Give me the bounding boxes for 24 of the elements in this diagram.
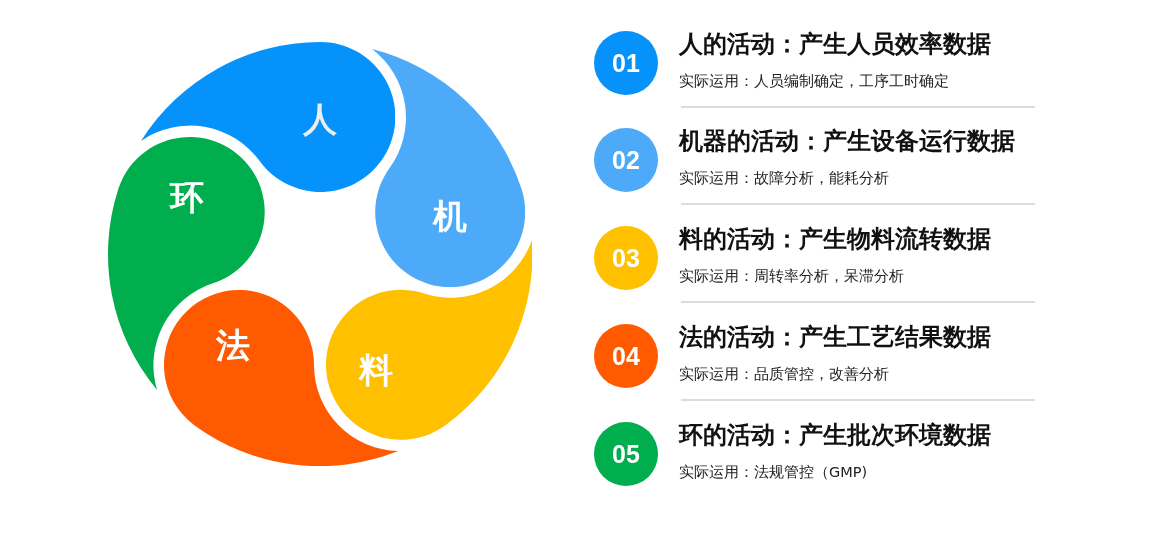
number-circle: 05 (594, 422, 658, 486)
item-heading: 机器的活动：产生设备运行数据 (679, 127, 1015, 156)
petal-label: 机 (433, 198, 468, 233)
item-description: 实际运用：周转率分析，呆滞分析 (679, 267, 904, 285)
petal-shape (108, 136, 265, 390)
item-description: 实际运用：人员编制确定，工序工时确定 (679, 72, 949, 90)
petal-label: 法 (216, 327, 251, 362)
petal-shape (372, 48, 526, 287)
item-heading: 环的活动：产生批次环境数据 (679, 421, 991, 450)
number-circle: 03 (594, 226, 658, 290)
number-circle: 02 (594, 128, 658, 192)
item-description: 实际运用：故障分析，能耗分析 (679, 169, 889, 187)
petal-label: 环 (169, 179, 204, 214)
number-circle: 04 (594, 324, 658, 388)
petal-shape (164, 289, 399, 466)
petal-label: 人 (303, 102, 337, 136)
item-heading: 料的活动：产生物料流转数据 (679, 225, 991, 254)
number-circle: 01 (594, 31, 658, 95)
item-description: 实际运用：法规管控（GMP) (679, 463, 868, 481)
petal-label: 料 (358, 352, 393, 387)
item-heading: 人的活动：产生人员效率数据 (679, 30, 991, 59)
item-description: 实际运用：品质管控，改善分析 (679, 365, 889, 383)
item-heading: 法的活动：产生工艺结果数据 (679, 323, 991, 352)
petal-shape (325, 240, 532, 440)
